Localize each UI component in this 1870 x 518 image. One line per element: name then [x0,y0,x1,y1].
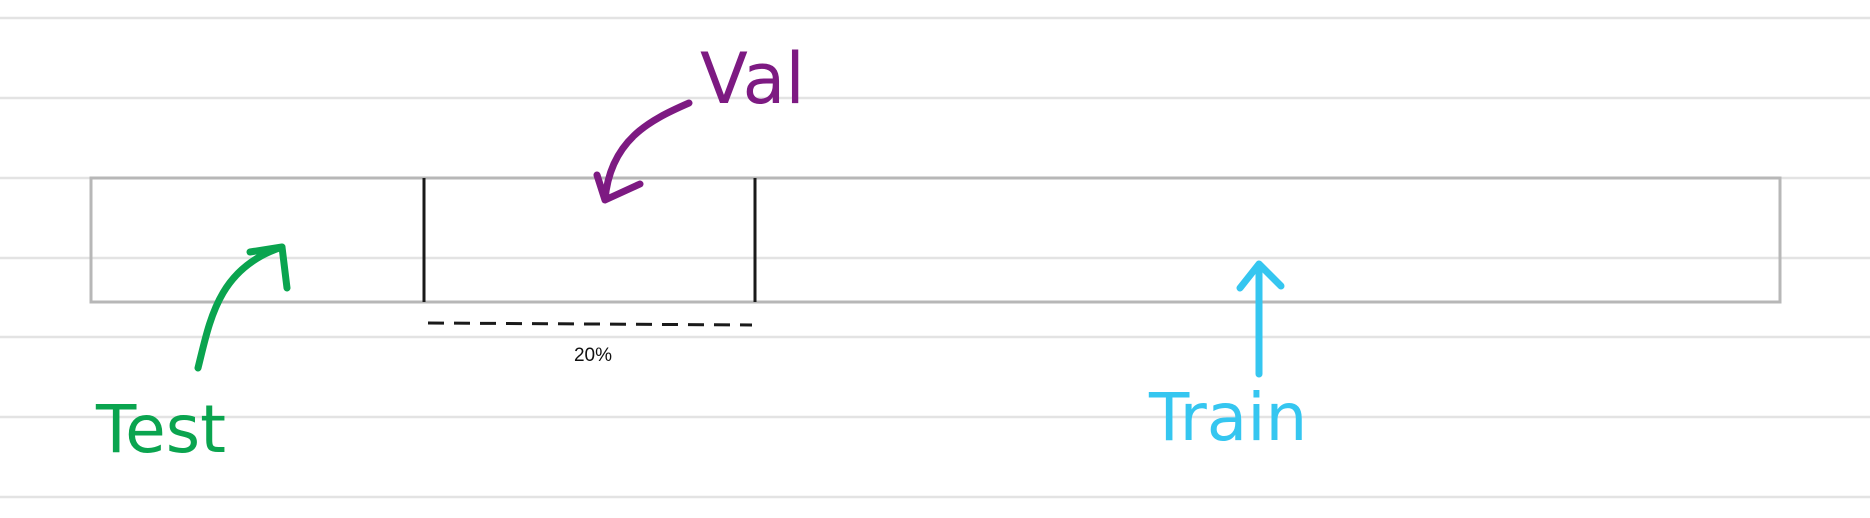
train-label: Train [1148,379,1307,456]
val-label: Val [700,38,805,120]
val-width-marker [427,321,753,327]
arrow-up-icon [1236,260,1285,378]
curved-arrow-up-right-icon [194,243,291,372]
val-fraction-label: 20% [574,345,612,366]
curved-arrow-down-left-icon [593,99,693,204]
dataset-box [89,176,1782,304]
test-label: Test [95,391,226,468]
